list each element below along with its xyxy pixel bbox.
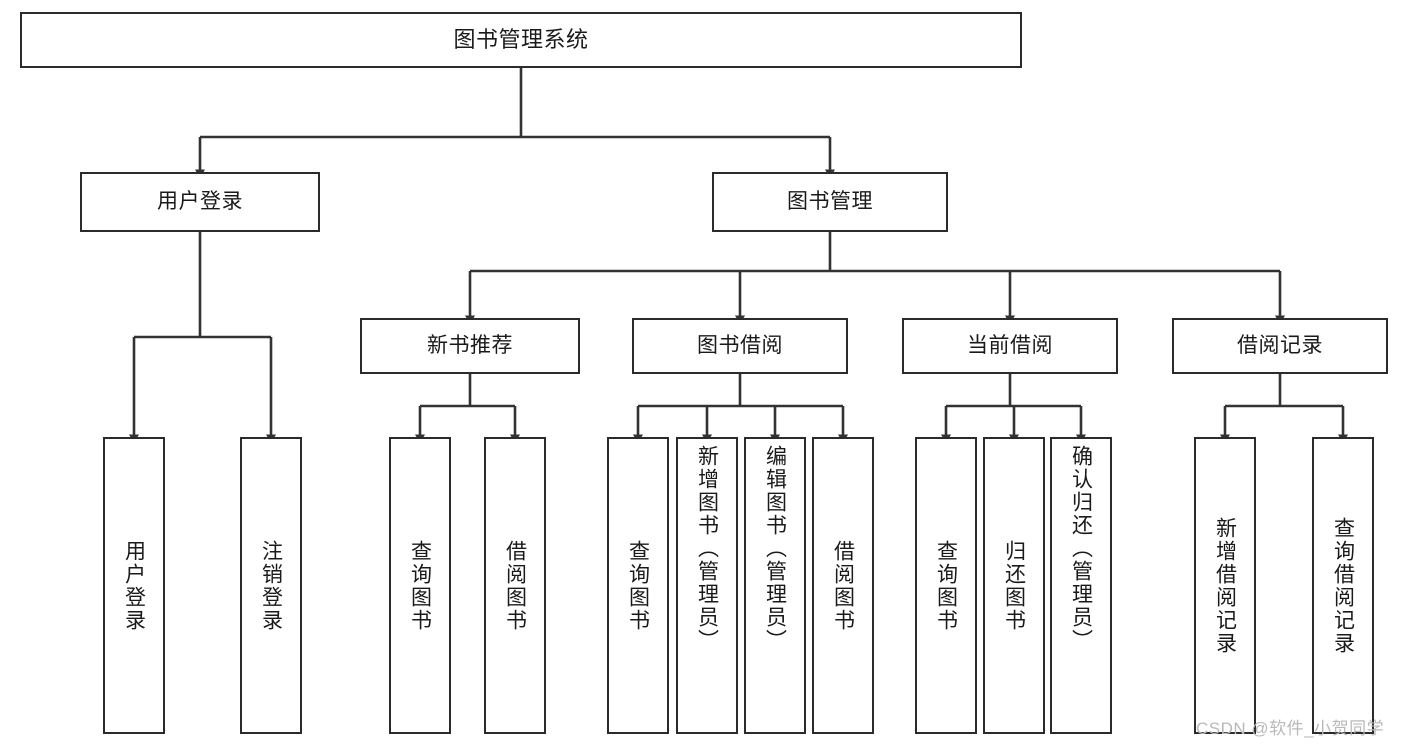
node-leaf-return-book[interactable]: 归还图书	[983, 437, 1045, 734]
node-label-book-borrow: 图书借阅	[697, 333, 783, 357]
node-leaf-add-borrow-record[interactable]: 新增借阅记录	[1194, 437, 1256, 734]
node-label-leaf-query-borrow-record: 查询借阅记录	[1331, 516, 1355, 655]
node-leaf-borrow-book-2[interactable]: 借阅图书	[812, 437, 874, 734]
node-book-borrow[interactable]: 图书借阅	[632, 318, 848, 374]
node-label-book-manage: 图书管理	[787, 189, 873, 213]
node-label-new-book-recommend: 新书推荐	[427, 333, 513, 357]
node-borrow-record[interactable]: 借阅记录	[1172, 318, 1388, 374]
node-label-leaf-query-book-1: 查询图书	[408, 539, 432, 632]
node-label-leaf-query-book-3: 查询图书	[934, 539, 958, 632]
node-root[interactable]: 图书管理系统	[20, 12, 1022, 68]
node-label-leaf-user-logout: 注销登录	[259, 539, 283, 632]
node-leaf-borrow-book-1[interactable]: 借阅图书	[484, 437, 546, 734]
node-label-leaf-borrow-book-2: 借阅图书	[831, 539, 855, 632]
node-label-leaf-add-borrow-record: 新增借阅记录	[1213, 516, 1237, 655]
node-label-leaf-user-login: 用户登录	[122, 539, 146, 632]
node-label-current-borrow: 当前借阅	[967, 333, 1053, 357]
csdn-watermark: CSDN @软件_小贺同学	[1196, 719, 1385, 738]
node-label-leaf-add-book-admin: 新增图书（管理员）	[695, 445, 719, 652]
node-label-leaf-query-book-2: 查询图书	[626, 539, 650, 632]
node-leaf-user-login[interactable]: 用户登录	[103, 437, 165, 734]
node-book-manage[interactable]: 图书管理	[712, 172, 948, 232]
node-new-book-recommend[interactable]: 新书推荐	[360, 318, 580, 374]
node-label-root: 图书管理系统	[453, 27, 589, 53]
node-label-leaf-borrow-book-1: 借阅图书	[503, 539, 527, 632]
node-leaf-user-logout[interactable]: 注销登录	[240, 437, 302, 734]
node-label-user-login: 用户登录	[157, 189, 243, 213]
node-current-borrow[interactable]: 当前借阅	[902, 318, 1118, 374]
node-label-leaf-edit-book-admin: 编辑图书（管理员）	[763, 445, 787, 652]
node-leaf-query-book-1[interactable]: 查询图书	[389, 437, 451, 734]
node-leaf-confirm-return-admin[interactable]: 确认归还（管理员）	[1050, 437, 1112, 734]
node-leaf-edit-book-admin[interactable]: 编辑图书（管理员）	[744, 437, 806, 734]
connector-lines	[129, 68, 1348, 444]
node-user-login[interactable]: 用户登录	[80, 172, 320, 232]
node-label-leaf-return-book: 归还图书	[1002, 539, 1026, 632]
node-label-borrow-record: 借阅记录	[1237, 333, 1323, 357]
node-leaf-query-book-3[interactable]: 查询图书	[915, 437, 977, 734]
node-leaf-add-book-admin[interactable]: 新增图书（管理员）	[676, 437, 738, 734]
node-leaf-query-borrow-record[interactable]: 查询借阅记录	[1312, 437, 1374, 734]
node-label-leaf-confirm-return-admin: 确认归还（管理员）	[1069, 445, 1093, 652]
node-leaf-query-book-2[interactable]: 查询图书	[607, 437, 669, 734]
